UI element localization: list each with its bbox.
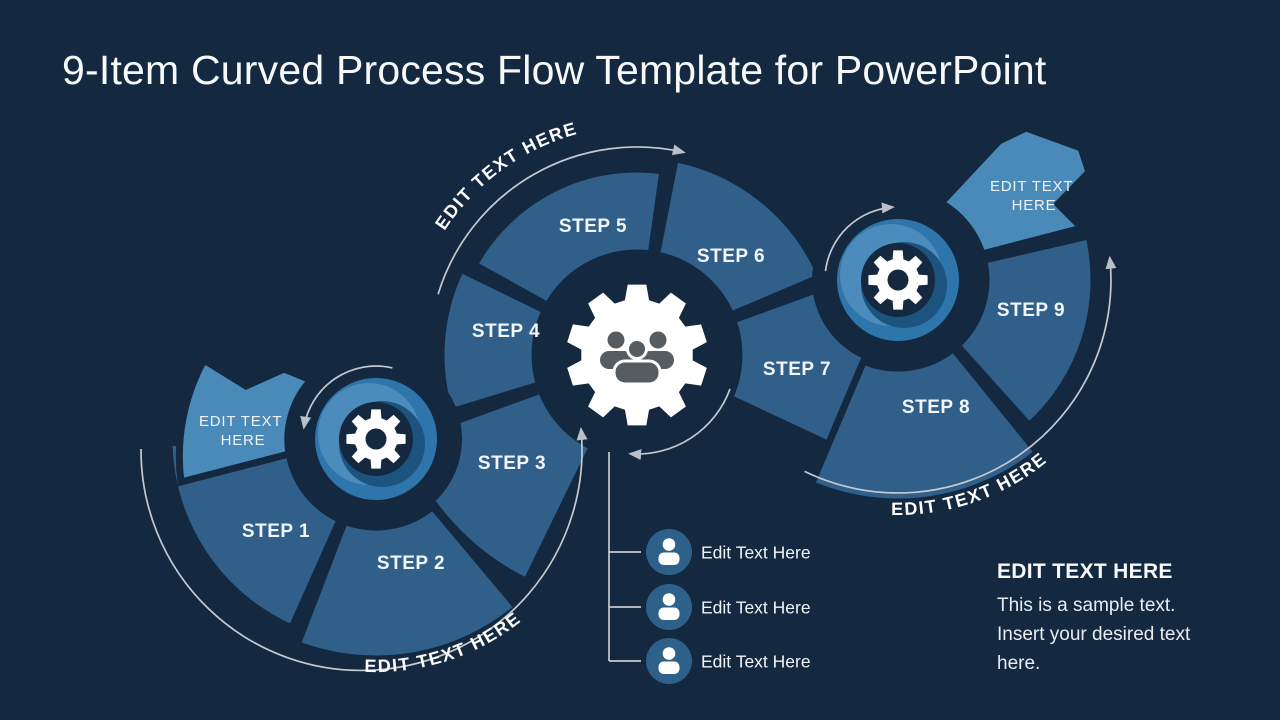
step-8-label: STEP 8 <box>902 397 970 418</box>
step-7-label: STEP 7 <box>763 359 831 380</box>
left-edit-text-wedge <box>175 355 317 487</box>
right-edit-text-wedge <box>935 124 1093 259</box>
flow-arrow-top <box>437 144 686 295</box>
right-spiral-segments <box>806 124 1098 506</box>
segment-step-1 <box>165 436 345 633</box>
legend-circle <box>646 584 692 630</box>
person-front-body <box>612 359 662 386</box>
right-wedge-label: EDIT TEXT HERE <box>990 178 1078 214</box>
step-3-label: STEP 3 <box>478 453 546 474</box>
step-9-label: STEP 9 <box>997 300 1065 321</box>
legend-circle <box>646 638 692 684</box>
segment-step-2 <box>292 501 523 663</box>
step-1-label: STEP 1 <box>242 521 310 542</box>
flow-arrow-left-outer <box>140 427 588 672</box>
center-team-gear <box>567 284 707 426</box>
legend-item: Edit Text Here <box>646 584 811 630</box>
flow-arrow-left-hub <box>300 365 393 430</box>
flow-arrow-center-bottom <box>628 388 731 461</box>
legend-item-label: Edit Text Here <box>701 543 811 563</box>
step-2-label: STEP 2 <box>377 553 445 574</box>
people-icon <box>600 331 674 386</box>
gear-icon <box>868 250 928 310</box>
person-icon-body <box>658 661 680 674</box>
person-icon <box>662 538 676 551</box>
segment-step-8 <box>806 343 1043 506</box>
description-heading: EDIT TEXT HERE <box>997 560 1173 583</box>
gear-icon <box>346 409 406 469</box>
segment-step-4 <box>437 264 550 417</box>
left-hub <box>315 378 437 500</box>
segment-step-9 <box>951 231 1098 431</box>
segment-step-5 <box>469 165 667 311</box>
description-line: Insert your desired text <box>997 624 1191 645</box>
left-spiral-segments <box>165 355 523 663</box>
person-icon <box>662 593 676 606</box>
legend-item: Edit Text Here <box>646 529 811 575</box>
slide-title: 9-Item Curved Process Flow Template for … <box>62 47 1047 93</box>
step-4-label: STEP 4 <box>472 321 540 342</box>
legend-item-label: Edit Text Here <box>701 598 811 618</box>
description-line: This is a sample text. <box>997 595 1176 616</box>
flow-arrows <box>140 144 1117 672</box>
person-icon <box>662 647 676 660</box>
person-front-head <box>626 338 648 360</box>
legend-item-label: Edit Text Here <box>701 652 811 672</box>
right-hub <box>837 219 959 341</box>
description-block: EDIT TEXT HERE This is a sample text. In… <box>997 560 1247 678</box>
legend-item: Edit Text Here <box>646 638 811 684</box>
step-5-label: STEP 5 <box>559 216 627 237</box>
legend: Edit Text Here Edit Text Here Edit Text … <box>646 529 811 684</box>
person-icon-body <box>658 552 680 565</box>
person-icon-body <box>658 607 680 620</box>
step-6-label: STEP 6 <box>697 246 765 267</box>
flow-arrow-right-hub <box>824 202 895 272</box>
person-back-left-head <box>607 331 625 349</box>
legend-circle <box>646 529 692 575</box>
legend-connector-line <box>608 452 641 662</box>
step-labels: STEP 1 STEP 2 STEP 3 STEP 4 STEP 5 STEP … <box>242 216 1065 574</box>
person-back-right-head <box>649 331 667 349</box>
left-wedge-label: EDIT TEXT HERE <box>199 413 287 449</box>
flow-arrow-right-outer <box>804 255 1117 494</box>
description-line: here. <box>997 653 1041 674</box>
